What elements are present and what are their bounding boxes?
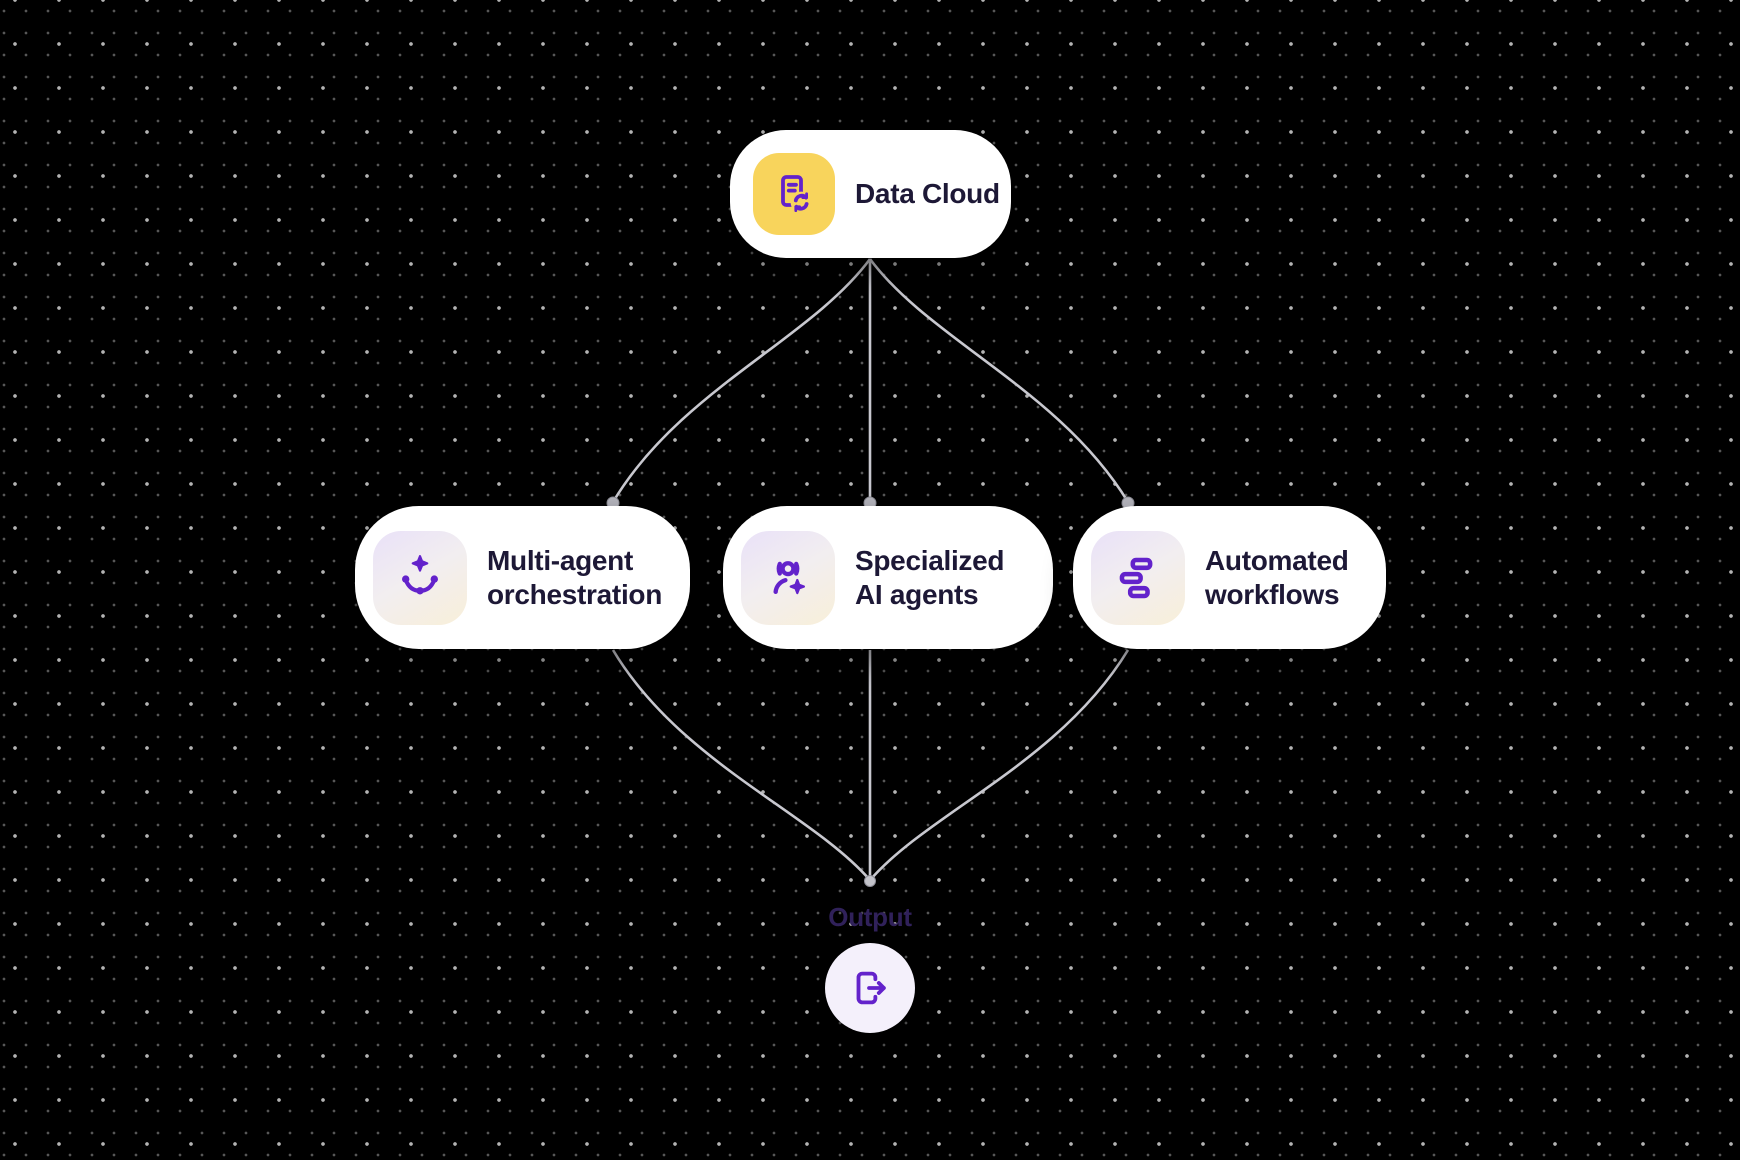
output-label: Output [828,902,912,932]
label-line-1: Specialized [855,544,1005,576]
network-sparkle-icon [373,530,467,625]
label-line-2: AI agents [855,578,979,610]
export-arrow-icon [856,971,886,1005]
agent-person-sparkle-icon [741,530,835,625]
handle-output-top[interactable] [864,875,876,887]
edge-multiagent-output [611,649,870,880]
label-line-2: workflows [1205,578,1340,610]
label-line-1: Automated [1205,544,1349,576]
node-data-cloud[interactable]: Data Cloud [730,130,1011,258]
node-data-cloud-label: Data Cloud [855,178,1000,209]
node-multi-agent-orchestration[interactable]: Multi-agent orchestration [355,506,690,649]
node-specialized-ai-agents[interactable]: Specialized AI agents [723,506,1053,649]
node-automated-workflows[interactable]: Automated workflows [1073,506,1386,649]
edge-datacloud-multiagent [611,258,872,503]
node-output[interactable] [825,943,915,1033]
node-multi-agent-label: Multi-agent orchestration [487,544,662,612]
workflow-bars-icon [1091,530,1185,625]
node-automated-label: Automated workflows [1205,544,1349,612]
document-sync-icon [753,153,835,235]
label-line-1: Multi-agent [487,544,634,576]
node-specialized-label: Specialized AI agents [855,544,1005,612]
edge-datacloud-automated [868,258,1130,503]
edge-automated-output [870,649,1130,880]
label-line-2: orchestration [487,578,663,610]
